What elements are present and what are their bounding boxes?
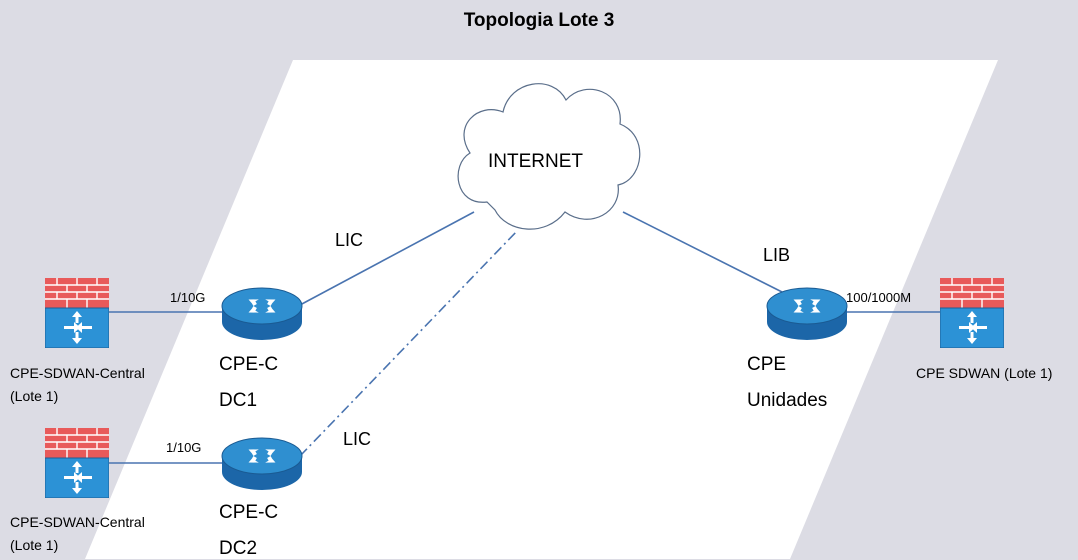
firewall-sdwan-name: CPE SDWAN (Lote 1) [916,365,1053,381]
link-label-lic-dc2: LIC [343,429,372,449]
router-unidades-site: Unidades [747,390,828,411]
router-dc2-icon [221,437,303,491]
firewall-sdwan-icon [940,278,1004,348]
firewall-central1-name: CPE-SDWAN-Central [10,365,145,381]
router-dc1-name: CPE-C [219,354,279,375]
link-dc1-internet [299,211,475,306]
link-dc2-internet [299,229,519,457]
router-dc2-site: DC2 [219,538,258,559]
firewall-central2-name: CPE-SDWAN-Central [10,514,145,530]
router-unidades-icon [766,287,848,341]
speed-label-fw2: 1/10G [166,440,202,455]
router-dc1-icon [221,287,303,341]
internet-cloud-icon [457,83,641,230]
speed-label-fw1: 1/10G [170,290,206,305]
firewall-central1-icon [45,278,109,348]
link-label-lic-dc1: LIC [335,230,364,250]
internet-label: INTERNET [488,151,583,172]
network-zone [85,60,998,559]
firewall-central1-lote: (Lote 1) [10,388,59,404]
firewall-central2-icon [45,428,109,498]
link-label-lib: LIB [763,245,791,265]
diagram-title: Topologia Lote 3 [463,10,615,31]
speed-label-fw3: 100/1000M [846,290,912,305]
router-unidades-name: CPE [747,354,787,375]
router-dc1-site: DC1 [219,390,258,411]
link-lines [108,211,940,464]
router-dc2-name: CPE-C [219,502,279,523]
link-internet-unidades [622,211,789,296]
firewall-central2-lote: (Lote 1) [10,537,59,553]
